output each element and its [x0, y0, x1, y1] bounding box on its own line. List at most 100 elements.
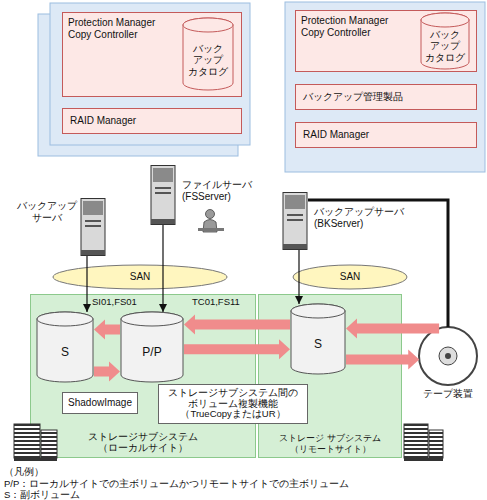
function-box: ストレージサブシステム間の ボリューム複製機能 （TrueCopyまたはUR）: [158, 384, 308, 424]
rack-unit: [14, 424, 40, 458]
tape-reel: [419, 327, 477, 385]
storage-subsystem: ストレージ サブシステム（リモートサイト） S: [258, 294, 402, 458]
node-text: SAN: [52, 264, 228, 290]
cylinder-top: [183, 18, 233, 32]
node-text: バックアップ管理製品: [303, 84, 403, 110]
box-outline: [296, 123, 477, 148]
server-icon: バックアップ サーバ: [80, 198, 106, 256]
copy-arrow: [184, 314, 290, 334]
tape-spindle: [445, 353, 451, 359]
server-base: [151, 219, 175, 224]
access-arrow: [162, 225, 163, 312]
rack-unit: [404, 424, 428, 458]
node-text: ShadowImage: [62, 392, 138, 414]
ellipse-outline: [293, 265, 407, 289]
node-text: バックアップ サーバ: [16, 200, 78, 223]
box-outline: [63, 13, 242, 97]
software-box: RAID Manager: [295, 122, 477, 148]
san-ellipse: SAN: [52, 264, 228, 290]
rack-base: [14, 458, 57, 461]
cylinder-body: [291, 304, 345, 374]
node-outline: [282, 192, 308, 250]
rack-unit: [429, 430, 443, 458]
node-text: ストレージサブシステム （ローカルサイト）: [83, 432, 203, 454]
copy-arrow: [94, 320, 120, 340]
server-slot: [287, 214, 303, 216]
box-outline: [31, 295, 256, 458]
storage-rack-icon: [14, 424, 57, 461]
node-text: バックアップサーバ (BKServer): [314, 206, 410, 229]
san-ellipse: SAN: [292, 264, 408, 290]
tape-device: テープ装置: [418, 326, 478, 386]
volume-cylinder: S: [290, 304, 346, 374]
cylinder-top: [37, 312, 93, 326]
storage-rack-icon: [404, 424, 443, 461]
function-box: ShadowImage: [62, 392, 138, 414]
cylinder-top: [291, 304, 345, 318]
software-box: RAID Manager: [62, 108, 242, 134]
server-slot: [155, 187, 171, 189]
user-head: [206, 210, 215, 219]
box-outline: [296, 11, 477, 72]
host-panel: [285, 2, 485, 172]
cylinder-body: [421, 13, 469, 69]
node-text: バック アップ カタログ: [420, 23, 470, 69]
cylinder-body: [183, 18, 233, 90]
cylinder-body: [37, 312, 93, 382]
node-outline: [182, 18, 234, 90]
node-text: ファイルサーバ (FSServer): [182, 179, 260, 202]
legend-heading: （凡例）: [4, 467, 44, 478]
pair-label: TC01,FS11: [192, 297, 240, 308]
copy-arrow: [346, 318, 439, 338]
host-panel: [50, 3, 250, 145]
server-body: [151, 166, 175, 225]
tape-hub: [439, 347, 457, 365]
legend-text: P/P：ローカルサイトでの主ボリュームかつリモートサイトでの主ボリューム: [4, 479, 349, 490]
node-outline: [80, 198, 106, 256]
server-panel: [153, 168, 173, 182]
server-panel: [285, 195, 305, 209]
volume-cylinder: S: [36, 312, 94, 382]
catalog-cylinder: バック アップ カタログ: [182, 18, 234, 90]
copy-arrow: [346, 350, 419, 370]
rack-base: [404, 458, 443, 461]
node-outline: [418, 326, 478, 386]
node-text: テープ装置: [408, 388, 487, 400]
box-outline: [159, 385, 308, 424]
server-slot: [85, 220, 101, 222]
server-slot: [287, 219, 303, 221]
server-slot: [155, 192, 171, 194]
box-outline: [296, 85, 477, 110]
user-icon: [198, 210, 224, 233]
access-arrow: [86, 256, 87, 312]
server-base: [81, 250, 105, 255]
ellipse-outline: [53, 265, 227, 289]
copy-arrow: [184, 339, 290, 359]
volume-cylinder: P/P: [120, 312, 184, 382]
node-text: SAN: [292, 264, 408, 290]
catalog-cylinder: バック アップ カタログ: [420, 13, 470, 69]
storage-subsystem: ストレージサブシステム （ローカルサイト） S P/P ShadowImage: [30, 294, 256, 458]
server-panel: [83, 201, 103, 215]
cable-line: [308, 200, 448, 327]
server-slot: [85, 225, 101, 227]
node-text: P/P: [120, 324, 184, 382]
node-text: ストレージ サブシステム（リモートサイト）: [260, 433, 400, 454]
node-text: ストレージサブシステム間の ボリューム複製機能 （TrueCopyまたはUR）: [158, 384, 308, 424]
node-text: S: [290, 316, 346, 374]
box-outline: [63, 109, 242, 134]
access-arrow: [298, 250, 299, 304]
software-box: Protection Manager Copy Controller バック アッ…: [295, 10, 477, 72]
server-icon: バックアップサーバ (BKServer): [282, 192, 308, 250]
node-text: S: [36, 324, 94, 382]
cylinder-body: [121, 312, 183, 382]
software-box: Protection Manager Copy Controllerバック アッ…: [62, 12, 242, 97]
server-body: [283, 193, 307, 250]
box-outline: [63, 393, 138, 414]
software-box: バックアップ管理製品: [295, 84, 477, 110]
node-text: RAID Manager: [70, 108, 136, 134]
pair-label: SI01,FS01: [92, 297, 137, 308]
rack-unit: [41, 430, 57, 458]
node-text: Protection Manager Copy Controller: [301, 15, 401, 38]
user-desk: [198, 228, 224, 231]
